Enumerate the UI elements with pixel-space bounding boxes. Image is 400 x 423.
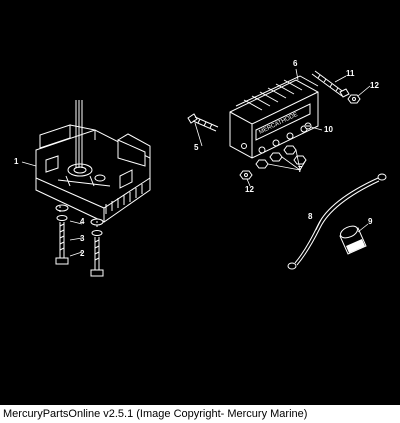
part-12-nut-bottom (239, 170, 253, 180)
callout-6: 6 (293, 59, 298, 68)
parts-2-3-4-fasteners (55, 204, 104, 277)
callout-12-top: 12 (370, 81, 379, 90)
part-12-nut-top (347, 94, 361, 104)
callout-7: 7 (298, 165, 303, 174)
copyright-caption: MercuryPartsOnline v2.5.1 (Image Copyrig… (0, 405, 400, 423)
callout-10: 10 (324, 125, 333, 134)
callout-9: 9 (368, 217, 373, 226)
callout-3: 3 (80, 234, 85, 243)
part-9-boot (339, 225, 367, 255)
callout-5: 5 (194, 143, 199, 152)
callout-2: 2 (80, 249, 85, 258)
callout-12-bottom: 12 (245, 185, 254, 194)
callout-4: 4 (80, 217, 85, 226)
leader-lines (21, 68, 371, 257)
part-1-housing (35, 100, 151, 223)
regulator-assembly: MERCATHODE (229, 75, 319, 159)
part-11-stud (311, 70, 350, 98)
part-8-cable (287, 173, 387, 270)
callout-11: 11 (346, 69, 355, 78)
part-5-bolt (187, 113, 219, 132)
callout-1: 1 (14, 157, 19, 166)
exploded-parts-diagram: MERCATHODE (14, 59, 387, 277)
part-7-nuts (255, 145, 307, 169)
callout-8: 8 (308, 212, 313, 221)
part-10-screw (304, 122, 312, 130)
